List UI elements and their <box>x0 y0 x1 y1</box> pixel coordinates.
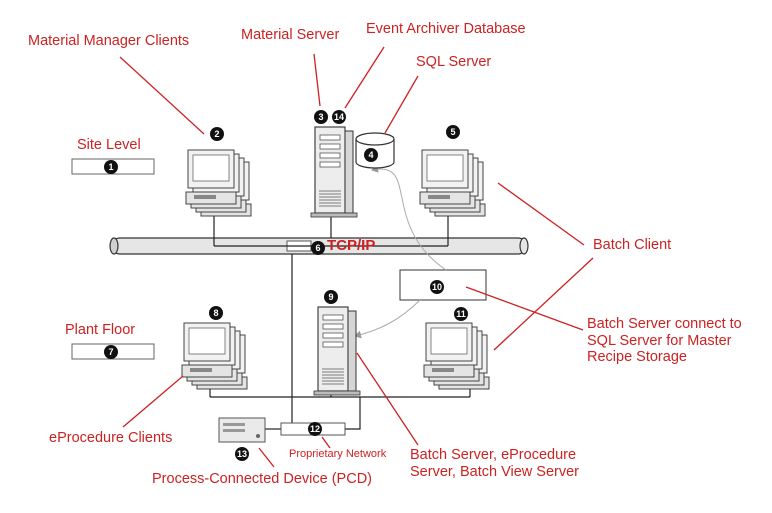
pcd-device-icon <box>218 417 266 443</box>
plant-floor-label: Plant Floor <box>65 322 136 338</box>
step-badge-5: 5 <box>446 125 460 139</box>
svg-text:8: 8 <box>213 308 218 318</box>
event-archiver-database-label: Event Archiver Database <box>366 21 526 37</box>
svg-text:1: 1 <box>108 162 113 172</box>
material-server-tower <box>310 126 358 218</box>
pcd-label: Process-Connected Device (PCD) <box>152 471 372 487</box>
material-server-label: Material Server <box>241 27 340 43</box>
step-badge-12: 12 <box>308 422 322 436</box>
svg-text:13: 13 <box>237 449 247 459</box>
batch-server-tower <box>313 306 361 396</box>
svg-text:4: 4 <box>368 150 373 160</box>
batch-server-label: Batch Server, eProcedure Server, Batch V… <box>410 447 579 480</box>
svg-text:11: 11 <box>456 309 466 319</box>
site-level-label: Site Level <box>77 137 141 153</box>
batch-client-workstations <box>419 149 486 217</box>
svg-text:9: 9 <box>328 292 333 302</box>
step-badge-1: 1 <box>104 160 118 174</box>
batch-client-workstations-lower <box>423 322 490 390</box>
proprietary-network-label: Proprietary Network <box>289 448 387 460</box>
sql-server-label: SQL Server <box>416 54 492 70</box>
step-badge-11: 11 <box>454 307 468 321</box>
sql-connection-arrow <box>371 164 447 271</box>
svg-text:3: 3 <box>318 112 323 122</box>
step-badge-14: 14 <box>332 110 346 124</box>
batch-connection-arrow <box>354 299 421 339</box>
eprocedure-clients-label: eProcedure Clients <box>49 430 173 446</box>
step-badge-13: 13 <box>235 447 249 461</box>
svg-text:2: 2 <box>214 129 219 139</box>
tcp-ip-label: TCP/IP <box>327 237 376 254</box>
annotation-leaders <box>119 46 594 468</box>
svg-text:12: 12 <box>310 424 320 434</box>
step-badge-6: 6 <box>311 241 325 255</box>
svg-text:7: 7 <box>108 347 113 357</box>
batch-client-label: Batch Client <box>593 237 672 253</box>
svg-text:5: 5 <box>450 127 455 137</box>
step-badge-7: 7 <box>104 345 118 359</box>
step-badge-10: 10 <box>430 280 444 294</box>
step-badge-2: 2 <box>210 127 224 141</box>
svg-text:10: 10 <box>432 282 442 292</box>
step-badge-8: 8 <box>209 306 223 320</box>
material-manager-clients-label: Material Manager Clients <box>28 33 190 49</box>
batch-server-connect-label: Batch Server connect to SQL Server for M… <box>587 316 742 366</box>
step-badge-4: 4 <box>364 148 378 162</box>
eprocedure-workstations <box>181 322 248 390</box>
svg-text:14: 14 <box>334 112 344 122</box>
svg-text:6: 6 <box>315 243 320 253</box>
step-badge-3: 3 <box>314 110 328 124</box>
material-manager-workstations <box>185 149 252 217</box>
step-badge-9: 9 <box>324 290 338 304</box>
